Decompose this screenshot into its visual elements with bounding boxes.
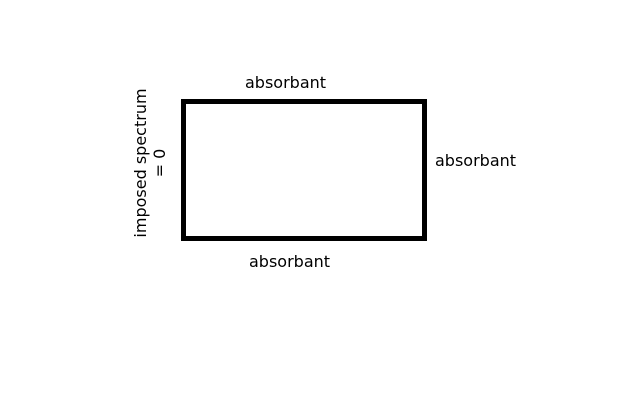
top-boundary-label: absorbant	[245, 73, 327, 92]
right-boundary-label: absorbant	[435, 151, 517, 170]
domain-rectangle	[181, 99, 427, 241]
left-boundary-label: imposed spectrum = 0	[131, 82, 169, 244]
left-boundary-label-line1: imposed spectrum	[131, 88, 150, 238]
bottom-boundary-label: absorbant	[249, 252, 331, 271]
left-boundary-label-line2: = 0	[150, 148, 169, 178]
